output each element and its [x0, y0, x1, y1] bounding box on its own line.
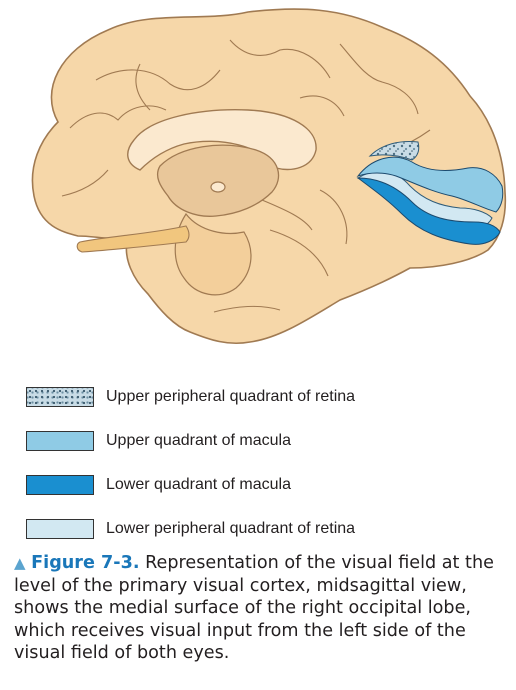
legend-swatch-lower-peripheral — [26, 519, 94, 539]
brain-diagram — [31, 8, 507, 345]
legend-label: Upper quadrant of macula — [106, 432, 291, 449]
corpus-callosum — [127, 109, 317, 171]
legend-swatch-upper-peripheral — [26, 387, 94, 407]
legend-item: Upper quadrant of macula — [26, 430, 506, 452]
optic-nerve — [76, 225, 190, 253]
legend-swatch-upper-macula — [26, 431, 94, 451]
upper-macula-band — [356, 156, 504, 213]
figure-caption: ▲ Figure 7-3. Representation of the visu… — [14, 552, 510, 665]
interthalamic-adhesion — [210, 181, 226, 193]
figure-number: Figure 7-3. — [31, 553, 140, 573]
caption-marker-icon: ▲ — [14, 554, 26, 572]
legend-item: Lower quadrant of macula — [26, 474, 506, 496]
diencephalon — [156, 144, 280, 217]
gyri-lines — [61, 39, 431, 313]
legend-item: Upper peripheral quadrant of retina — [26, 386, 506, 408]
brainstem — [174, 212, 252, 296]
legend-item: Lower peripheral quadrant of retina — [26, 518, 506, 540]
legend-swatch-lower-macula — [26, 475, 94, 495]
upper-peripheral-band — [368, 141, 420, 161]
lower-macula-band — [356, 177, 501, 245]
legend-label: Lower peripheral quadrant of retina — [106, 520, 356, 537]
legend-label: Upper peripheral quadrant of retina — [106, 388, 356, 405]
legend-label: Lower quadrant of macula — [106, 476, 291, 493]
caption-text: Representation of the visual field at th… — [14, 553, 494, 663]
legend: Upper peripheral quadrant of retina Uppe… — [26, 386, 506, 562]
